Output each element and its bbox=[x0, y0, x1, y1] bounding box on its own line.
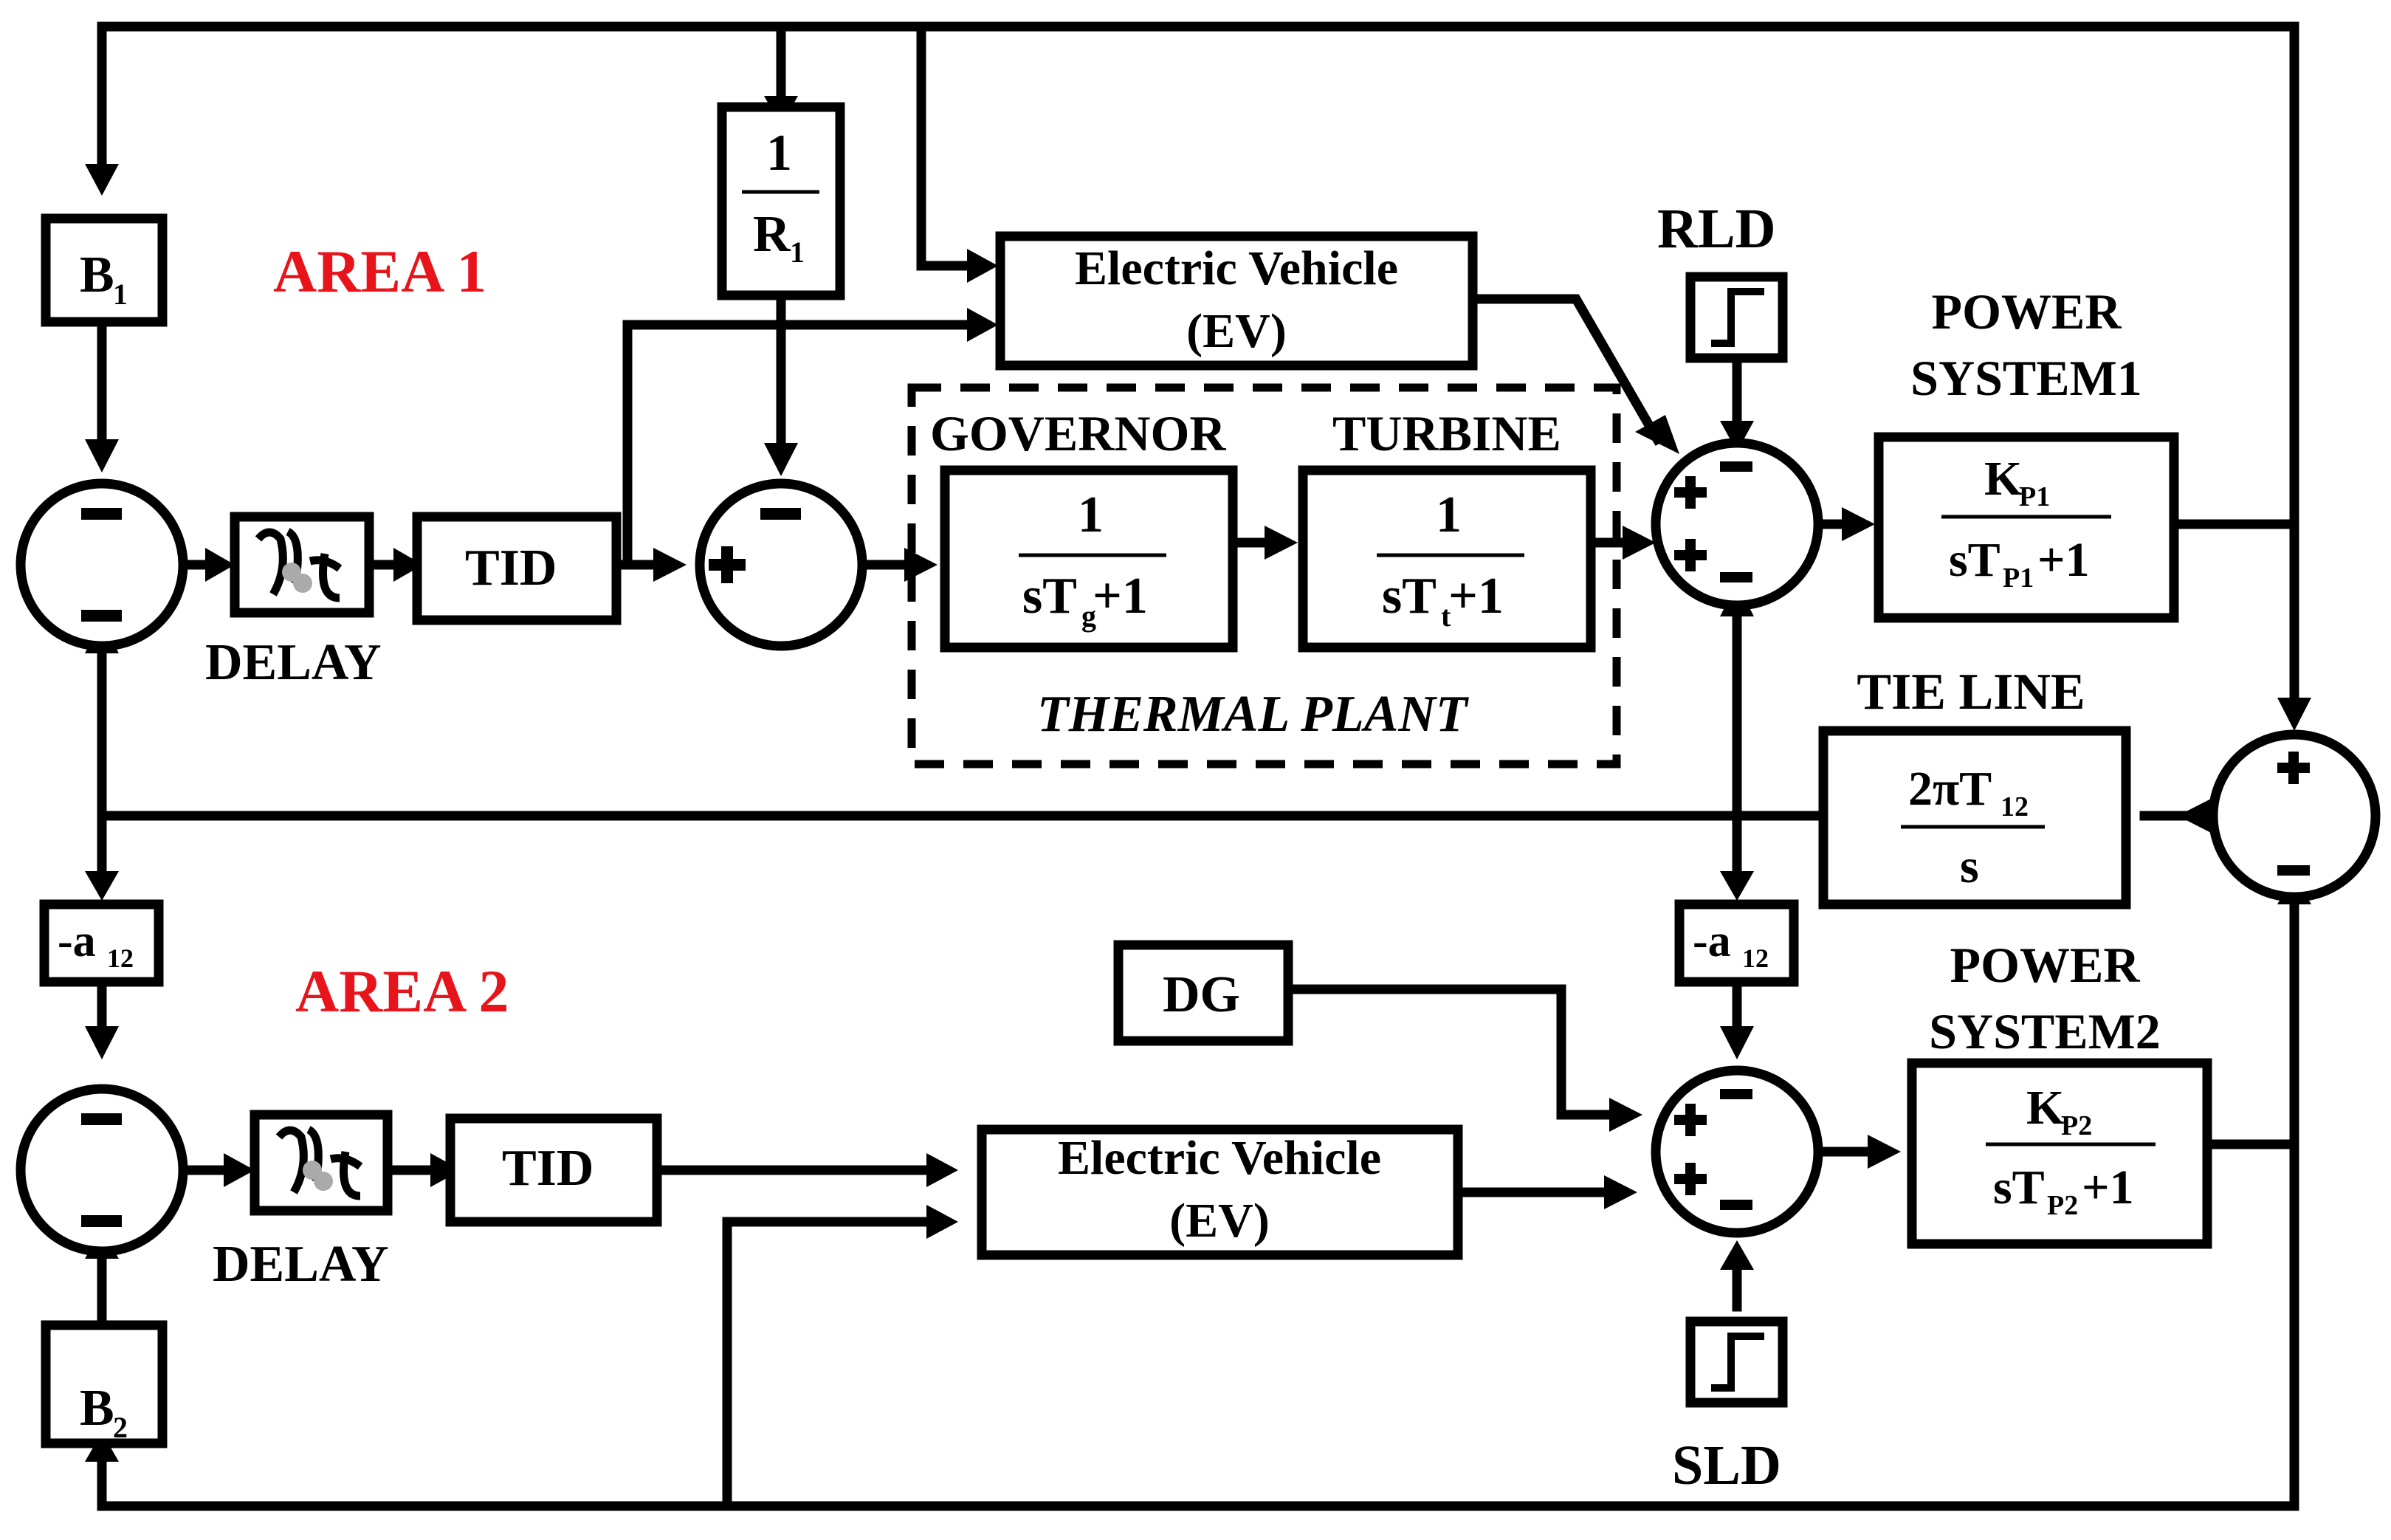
tie-line-summer bbox=[2208, 729, 2381, 902]
ps1-denominator-subscript: P1 bbox=[2003, 563, 2034, 594]
tie-line-label: TIE LINE bbox=[1857, 664, 2085, 721]
ps1-numerator: K bbox=[1984, 452, 2022, 506]
governor-block[interactable]: 1 sT g +1 bbox=[940, 465, 1238, 653]
tie-line-denominator: s bbox=[1960, 839, 1979, 893]
ps2-title-line2: SYSTEM2 bbox=[1929, 1003, 2161, 1059]
area2-title: AREA 2 bbox=[295, 958, 509, 1025]
area2-ev-line2: (EV) bbox=[1169, 1194, 1270, 1248]
turbine-block[interactable]: 1 sT t +1 bbox=[1298, 465, 1596, 653]
sld-step-block[interactable] bbox=[1685, 1316, 1788, 1408]
b2-block[interactable]: B 2 bbox=[41, 1320, 168, 1448]
area2-a12-left[interactable]: -a 12 bbox=[39, 899, 164, 987]
thermal-plant-label: THERMAL PLANT bbox=[1037, 686, 1470, 743]
ps2-denominator: sT bbox=[1993, 1161, 2045, 1214]
area2-tid-label: TID bbox=[502, 1140, 594, 1197]
area1-tid-controller[interactable]: TID bbox=[412, 512, 622, 625]
a12-right-label: -a bbox=[1693, 916, 1731, 966]
delay-waveform-icon bbox=[255, 528, 343, 602]
ps2-title-line1: POWER bbox=[1950, 937, 2141, 993]
a12-left-label: -a bbox=[58, 916, 96, 966]
area2-ace-summer bbox=[16, 1084, 188, 1257]
b2-subscript: 2 bbox=[113, 1411, 128, 1444]
area2-delay-label: DELAY bbox=[213, 1236, 389, 1293]
signal-wires bbox=[97, 21, 2299, 1511]
b1-block[interactable]: B 1 bbox=[41, 213, 168, 327]
area1-delay-block[interactable]: DELAY bbox=[205, 512, 382, 691]
b1-subscript: 1 bbox=[113, 278, 128, 311]
governor-subscript: g bbox=[1081, 599, 1096, 633]
ps1-title-line2: SYSTEM1 bbox=[1910, 350, 2142, 406]
area1-title: AREA 1 bbox=[273, 238, 486, 305]
area1-delay-label: DELAY bbox=[205, 634, 382, 691]
governor-tail: +1 bbox=[1093, 568, 1148, 625]
turbine-label: TURBINE bbox=[1332, 405, 1561, 461]
power-system1-block[interactable]: K P1 sT P1 +1 bbox=[1874, 432, 2179, 623]
turbine-numerator: 1 bbox=[1436, 487, 1462, 543]
turbine-subscript: t bbox=[1441, 599, 1451, 633]
governor-label: GOVERNOR bbox=[930, 405, 1226, 461]
area1-ev-block[interactable]: Electric Vehicle (EV) bbox=[995, 231, 1478, 371]
tie-line-subscript: 12 bbox=[2000, 791, 2029, 822]
governor-input-summer bbox=[695, 478, 867, 651]
ps1-denominator: sT bbox=[1949, 533, 2000, 587]
power-system2-block[interactable]: K P2 sT P2 +1 bbox=[1907, 1058, 2212, 1249]
sld-label: SLD bbox=[1672, 1434, 1781, 1496]
area1-ev-line2: (EV) bbox=[1186, 304, 1287, 358]
droop-block[interactable]: 1 R 1 bbox=[717, 102, 845, 300]
ps1-numerator-subscript: P1 bbox=[2019, 481, 2050, 512]
droop-numerator: 1 bbox=[766, 125, 792, 182]
area1-ace-summer bbox=[16, 478, 188, 651]
droop-denominator: R bbox=[753, 206, 791, 263]
droop-subscript: 1 bbox=[790, 236, 805, 269]
area1-tid-label: TID bbox=[465, 540, 557, 597]
governor-denominator: sT bbox=[1022, 568, 1077, 625]
ps2-tail: +1 bbox=[2082, 1161, 2134, 1214]
area2-a12-right[interactable]: -a 12 bbox=[1674, 899, 1799, 987]
b2-label: B bbox=[80, 1380, 114, 1437]
area1-power-summer bbox=[1651, 438, 1823, 611]
tie-line-block[interactable]: 2πT 12 s bbox=[1818, 726, 2131, 910]
tie-line-numerator: 2πT bbox=[1908, 762, 1992, 816]
step-icon bbox=[1711, 288, 1764, 347]
area1-ev-line1: Electric Vehicle bbox=[1075, 241, 1398, 295]
dg-label: DG bbox=[1163, 966, 1240, 1023]
a12-left-subscript: 12 bbox=[107, 943, 134, 973]
rld-label: RLD bbox=[1657, 198, 1775, 260]
area2-ev-block[interactable]: Electric Vehicle (EV) bbox=[977, 1124, 1463, 1260]
ps1-tail: +1 bbox=[2037, 533, 2090, 587]
ps2-numerator-subscript: P2 bbox=[2061, 1110, 2092, 1141]
governor-numerator: 1 bbox=[1078, 487, 1104, 543]
a12-right-subscript: 12 bbox=[1742, 943, 1769, 973]
ps2-numerator: K bbox=[2026, 1081, 2064, 1135]
ps2-denominator-subscript: P2 bbox=[2047, 1190, 2078, 1221]
area2-ev-line1: Electric Vehicle bbox=[1058, 1131, 1381, 1185]
rld-step-block[interactable] bbox=[1685, 272, 1788, 363]
ps1-title-line1: POWER bbox=[1932, 283, 2122, 340]
step-icon bbox=[1711, 1333, 1764, 1392]
turbine-tail: +1 bbox=[1448, 568, 1504, 625]
turbine-denominator: sT bbox=[1382, 568, 1437, 625]
area2-tid-controller[interactable]: TID bbox=[445, 1113, 662, 1227]
dg-block[interactable]: DG bbox=[1113, 940, 1293, 1046]
area2-delay-block[interactable]: DELAY bbox=[213, 1110, 393, 1293]
delay-waveform-icon bbox=[275, 1126, 363, 1200]
b1-label: B bbox=[80, 247, 114, 303]
area2-power-summer bbox=[1651, 1065, 1823, 1238]
thermal-plant-group bbox=[907, 383, 1621, 769]
